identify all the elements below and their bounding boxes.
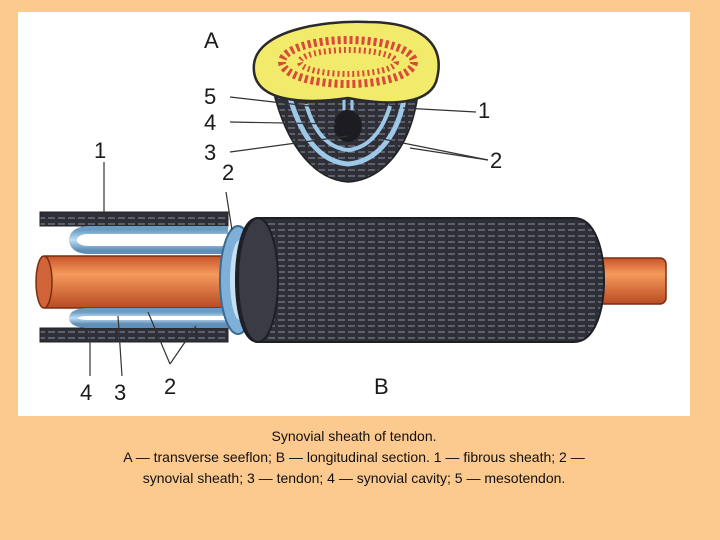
- tendon-sheath-figure: A 5 4 3 1 2: [18, 12, 690, 416]
- label-a-5: 5: [204, 84, 216, 109]
- longitudinal-leaders: [89, 162, 233, 377]
- caption-line-3: synovial sheath; 3 — tendon; 4 — synovia…: [142, 470, 566, 486]
- label-b: B: [374, 374, 389, 399]
- cross-section-synovial-inner: [304, 103, 392, 153]
- cross-section-dots-inner: [297, 47, 399, 77]
- caption-line-2: A — transverse seeflon; B — longitudinal…: [123, 449, 585, 465]
- cross-section-a: [252, 20, 440, 183]
- tendon-left: [39, 255, 251, 309]
- fibrous-sheath-lower: [39, 327, 229, 343]
- longitudinal-section-b: [35, 211, 667, 343]
- label-b-2-lower: 2: [164, 374, 176, 399]
- label-b-4: 4: [80, 380, 92, 405]
- cross-section-leaders: [229, 96, 489, 161]
- label-a: A: [204, 28, 219, 53]
- synovial-sheath-lower: [69, 308, 228, 328]
- fibrous-cylinder-end: [237, 217, 279, 343]
- cross-section-top: [252, 20, 440, 104]
- fibrous-cylinder: [234, 217, 606, 343]
- synovial-sheath-upper: [69, 226, 228, 254]
- anatomy-illustration: A 5 4 3 1 2: [35, 20, 667, 405]
- cross-section-dots: [278, 36, 418, 88]
- cross-section-synovial-layer: [287, 97, 407, 167]
- cross-section-tendon: [334, 110, 362, 142]
- label-b-3: 3: [114, 380, 126, 405]
- label-b-1: 1: [94, 138, 106, 163]
- caption-title: Synovial sheath of tendon.: [271, 428, 437, 444]
- figure-caption: Synovial sheath of tendon. A — transvers…: [18, 426, 690, 489]
- fibrous-sheath-upper: [39, 211, 229, 227]
- label-a-4: 4: [204, 110, 216, 135]
- label-a-1: 1: [478, 98, 490, 123]
- label-b-2-upper: 2: [222, 160, 234, 185]
- label-a-2: 2: [490, 148, 502, 173]
- label-a-3: 3: [204, 140, 216, 165]
